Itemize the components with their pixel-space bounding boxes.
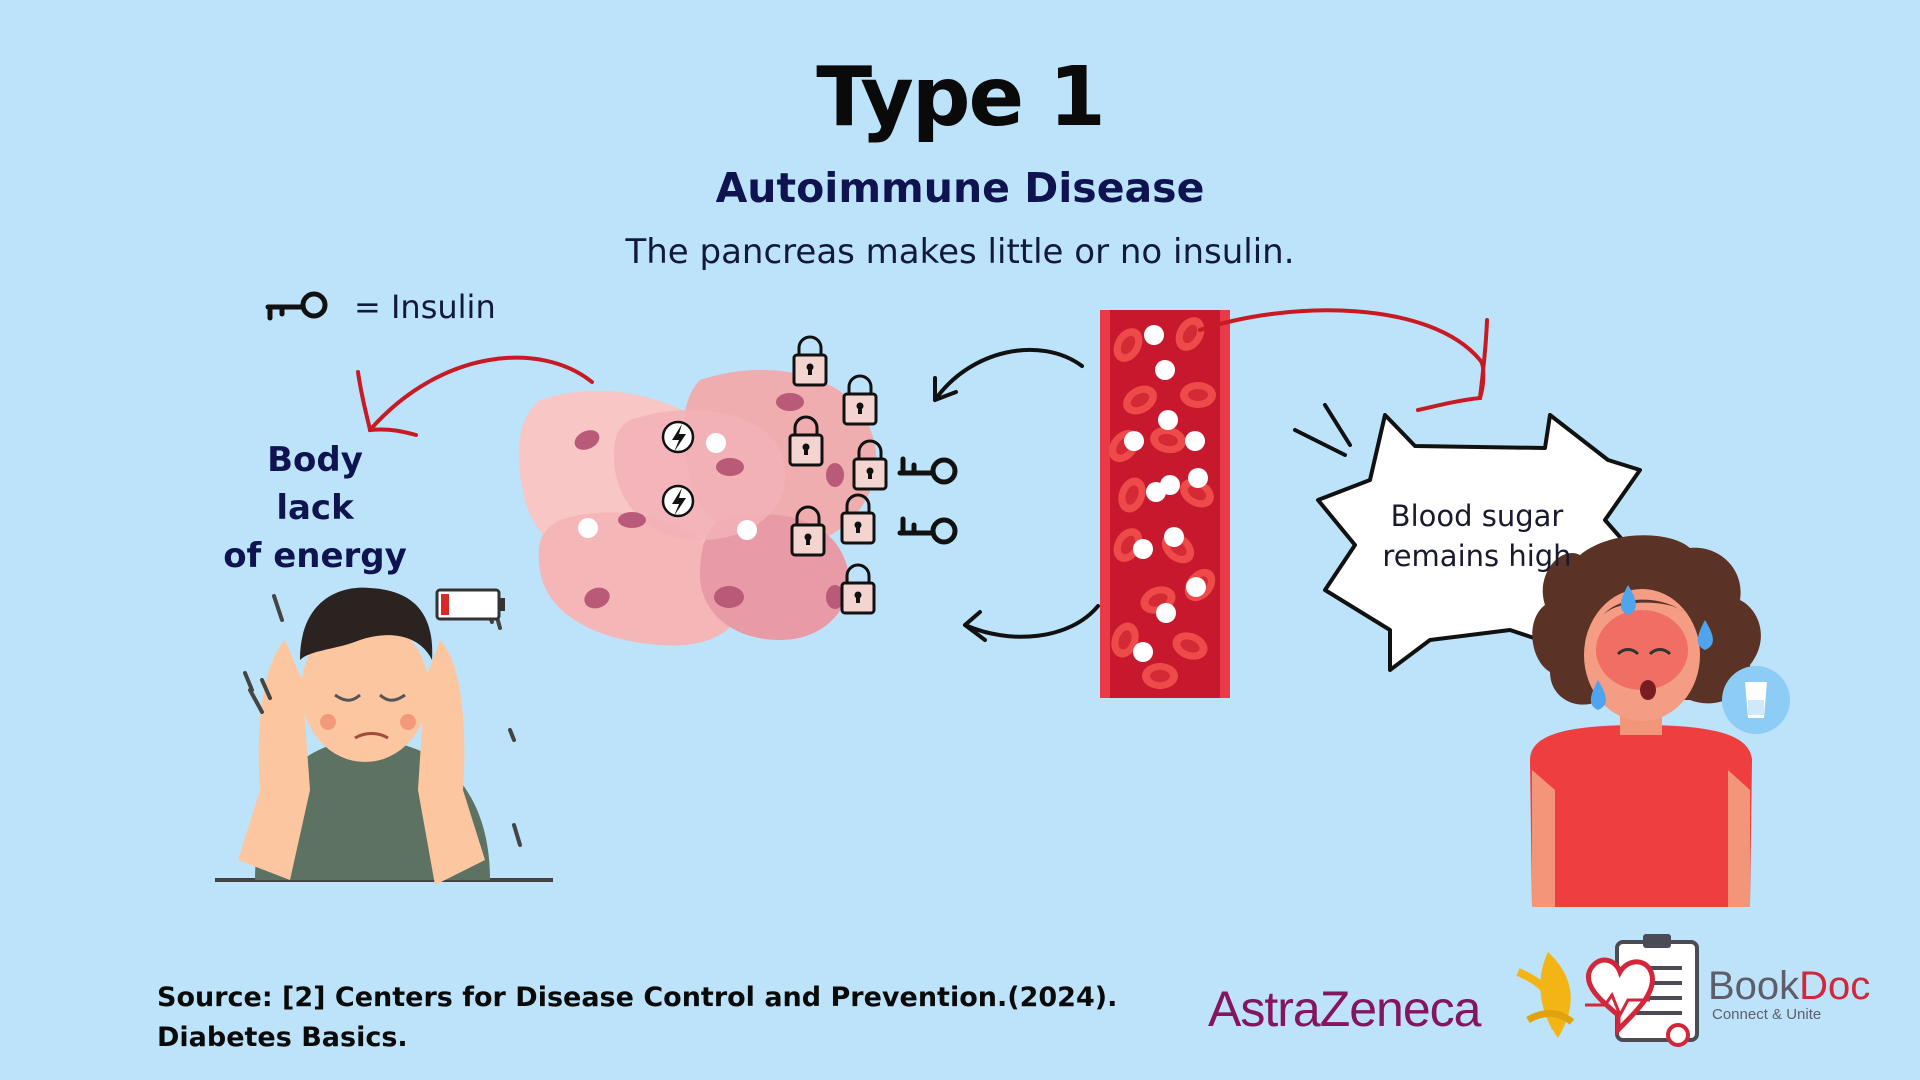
bookdoc-logo-mark [1585, 934, 1699, 1047]
key-icon [265, 291, 328, 321]
lock-icon [792, 335, 828, 387]
lock-icon [842, 374, 878, 426]
tired-person-illustration [215, 587, 553, 885]
water-glass-icon [1722, 666, 1790, 734]
astrazeneca-logo-text: AstraZeneca [1208, 981, 1481, 1037]
red-arrows [356, 308, 1489, 437]
bookdoc-tagline: Connect & Unite [1712, 1006, 1822, 1023]
sweating-woman-illustration [1530, 535, 1790, 907]
black-arrows [933, 347, 1100, 642]
lightning-icon [661, 484, 695, 518]
body-lack-energy-label: Body lack of energy [210, 436, 420, 580]
key-icon [900, 459, 955, 482]
body-cells-illustration [518, 370, 877, 646]
energy-label-line: Body [267, 440, 363, 480]
page-subtitle: Autoimmune Disease [715, 164, 1205, 212]
lightning-icon [661, 420, 695, 454]
bubble-text-line: Blood sugar [1390, 499, 1564, 533]
bubble-text-line: remains high [1382, 539, 1572, 573]
legend-label: = Insulin [354, 288, 496, 326]
energy-label-line: lack [276, 488, 354, 528]
lock-icon [840, 563, 876, 615]
source-line: Diabetes Basics. [157, 1022, 408, 1053]
bookdoc-logo-part2: Doc [1799, 964, 1871, 1008]
page-title: Type 1 [816, 50, 1106, 145]
source-citation: Source: [2] Centers for Disease Control … [157, 978, 1157, 1058]
bookdoc-logo-text: BookDoc [1708, 964, 1870, 1008]
description-text: The pancreas makes little or no insulin. [625, 232, 1295, 272]
insulin-legend: = Insulin [262, 288, 496, 326]
blood-vessel-illustration [1100, 310, 1230, 698]
source-line: Source: [2] Centers for Disease Control … [157, 982, 1118, 1013]
astrazeneca-logo-mark [1516, 952, 1575, 1038]
energy-label-line: of energy [223, 536, 407, 576]
low-battery-icon [435, 588, 505, 621]
bookdoc-logo-part1: Book [1708, 964, 1800, 1008]
blood-sugar-bubble-text: Blood sugar remains high [1352, 496, 1602, 576]
key-icon [900, 519, 955, 542]
